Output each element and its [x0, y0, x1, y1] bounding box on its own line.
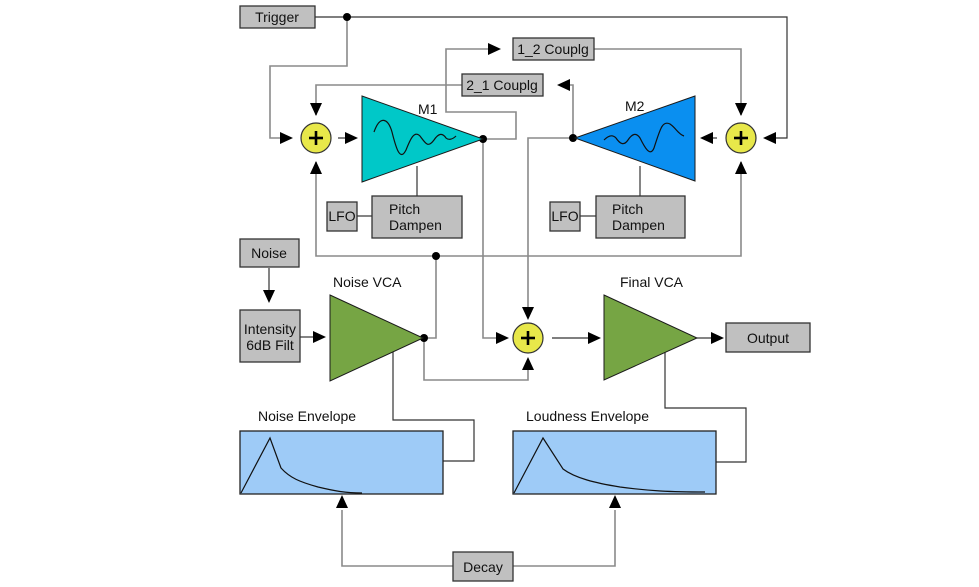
- wire-m1-to-center-sum: [482, 139, 502, 339]
- noise-vca-label: Noise VCA: [333, 274, 402, 290]
- noise-vca: Noise VCA: [329, 274, 425, 382]
- arrow-intensity-to-noise-vca: [313, 331, 326, 343]
- arrow-m2-to-center-sum: [522, 307, 534, 320]
- arrow-to-coupling-2-1: [557, 79, 570, 91]
- intensity-filter-line1: Intensity: [244, 321, 296, 337]
- arrow-center-sum-to-final-vca: [588, 332, 601, 344]
- noise-envelope-label: Noise Envelope: [258, 408, 356, 424]
- noise-vca-triangle: [329, 294, 425, 382]
- wire-noise-vca-to-center-sum: [423, 338, 529, 381]
- wire-loudness-envelope-to-final-vca: [664, 352, 747, 463]
- summer-m2: [725, 122, 757, 154]
- coupling-2-1-label: 2_1 Couplg: [466, 77, 538, 93]
- oscillator-m1: M1: [361, 95, 485, 183]
- final-vca-triangle: [603, 294, 699, 381]
- waveform-icon: [373, 119, 457, 156]
- wire-m2-to-center-sum: [527, 137, 573, 315]
- wire-noise-vca-out-to-feedback: [424, 256, 437, 339]
- junctions: [343, 13, 577, 342]
- lfo-2-label: LFO: [551, 208, 578, 224]
- trigger-label: Trigger: [255, 9, 299, 25]
- decay-box: [452, 551, 514, 582]
- oscillator-m2: M2: [573, 95, 696, 182]
- lfo-2-block: LFO: [549, 201, 581, 232]
- arrow-coupling-to-sum-m2: [735, 103, 747, 116]
- arrow-trigger-to-sum-m2: [763, 132, 776, 144]
- decay-label: Decay: [463, 559, 503, 575]
- trigger-block: Trigger: [239, 5, 316, 29]
- output-box: [725, 322, 811, 353]
- coupling-2-1-box: [461, 73, 544, 97]
- intensity-filter-line2: 6dB Filt: [246, 337, 294, 353]
- intensity-filter-box: [239, 309, 301, 363]
- coupling-1-2-block: 1_2 Couplg: [512, 37, 595, 61]
- output-label: Output: [747, 330, 789, 346]
- junction-trigger: [343, 13, 351, 21]
- pitch-dampen-1-block: Pitch Dampen: [371, 195, 463, 239]
- lfo-1-box: [326, 201, 358, 232]
- lfo-2-box: [549, 201, 581, 232]
- junction-noise-feedback: [432, 252, 440, 260]
- wire-trigger-to-sum-m2: [315, 16, 788, 139]
- coupling-2-1-block: 2_1 Couplg: [461, 73, 544, 97]
- summer-m1: [300, 122, 332, 154]
- noise-block: Noise: [239, 238, 300, 268]
- final-vca: Final VCA: [603, 274, 699, 381]
- noise-label: Noise: [251, 245, 287, 261]
- loudness-envelope: Loudness Envelope: [512, 408, 717, 495]
- lfo-1-label: LFO: [328, 208, 355, 224]
- decay-block: Decay: [452, 551, 514, 582]
- pitch-dampen-2-box: [595, 195, 686, 239]
- noise-envelope-box: [239, 430, 444, 495]
- loudness-envelope-box: [512, 430, 717, 495]
- arrow-coupling-to-sum-m1: [310, 103, 322, 116]
- coupling-1-2-box: [512, 37, 595, 61]
- noise-envelope: Noise Envelope: [239, 408, 444, 495]
- wire-trigger-to-sum-m1: [269, 17, 348, 139]
- pitch-dampen-1-line1: Pitch: [389, 201, 420, 217]
- junction-m2-out: [569, 134, 577, 142]
- noise-box: [239, 238, 300, 268]
- wire-m1-to-coupling-1-2: [445, 48, 517, 140]
- wire-decay-to-loudness-envelope: [513, 510, 616, 567]
- wire-coupling-1-2-to-sum-m2: [594, 48, 742, 115]
- arrow-feedback-to-sum-m2: [735, 161, 747, 174]
- pitch-dampen-2-block: Pitch Dampen: [595, 195, 686, 239]
- pitch-dampen-2-line1: Pitch: [612, 201, 643, 217]
- oscillator-m2-triangle: [573, 95, 696, 182]
- trigger-box: [239, 5, 316, 29]
- lfo-1-block: LFO: [326, 201, 358, 232]
- arrow-feedback-to-sum-m1: [310, 161, 322, 174]
- arrow-decay-to-loudness-envelope: [609, 495, 621, 508]
- pitch-dampen-1-line2: Dampen: [389, 217, 442, 233]
- output-block: Output: [725, 322, 811, 353]
- envelope-curve-icon: [513, 436, 706, 494]
- loudness-envelope-label: Loudness Envelope: [526, 408, 649, 424]
- wire-noise-envelope-to-noise-vca: [392, 352, 475, 462]
- arrow-trigger-to-sum-m1: [280, 132, 293, 144]
- coupling-1-2-label: 1_2 Couplg: [517, 41, 589, 57]
- arrow-noise-to-intensity: [263, 290, 275, 303]
- oscillator-m2-label: M2: [625, 98, 645, 114]
- wire-m2-to-coupling-2-1: [560, 84, 574, 138]
- pitch-dampen-1-box: [371, 195, 463, 239]
- arrow-noise-vca-to-center-sum: [522, 357, 534, 370]
- intensity-filter-block: Intensity 6dB Filt: [239, 309, 301, 363]
- arrow-to-coupling-1-2: [488, 43, 501, 55]
- arrowheads: [263, 43, 776, 508]
- pitch-dampen-2-line2: Dampen: [612, 217, 665, 233]
- waveform-icon: [603, 122, 685, 153]
- wire-decay-to-noise-envelope: [341, 510, 453, 567]
- arrow-decay-to-noise-envelope: [336, 495, 348, 508]
- arrow-sum-m1-to-m1: [345, 132, 358, 144]
- final-vca-label: Final VCA: [620, 274, 684, 290]
- arrow-m1-to-center-sum: [496, 332, 509, 344]
- oscillator-m1-label: M1: [418, 101, 438, 117]
- envelope-curve-icon: [240, 436, 363, 494]
- summer-center: [512, 322, 544, 354]
- arrow-sum-m2-to-m2: [700, 132, 713, 144]
- arrow-final-vca-to-output: [711, 332, 724, 344]
